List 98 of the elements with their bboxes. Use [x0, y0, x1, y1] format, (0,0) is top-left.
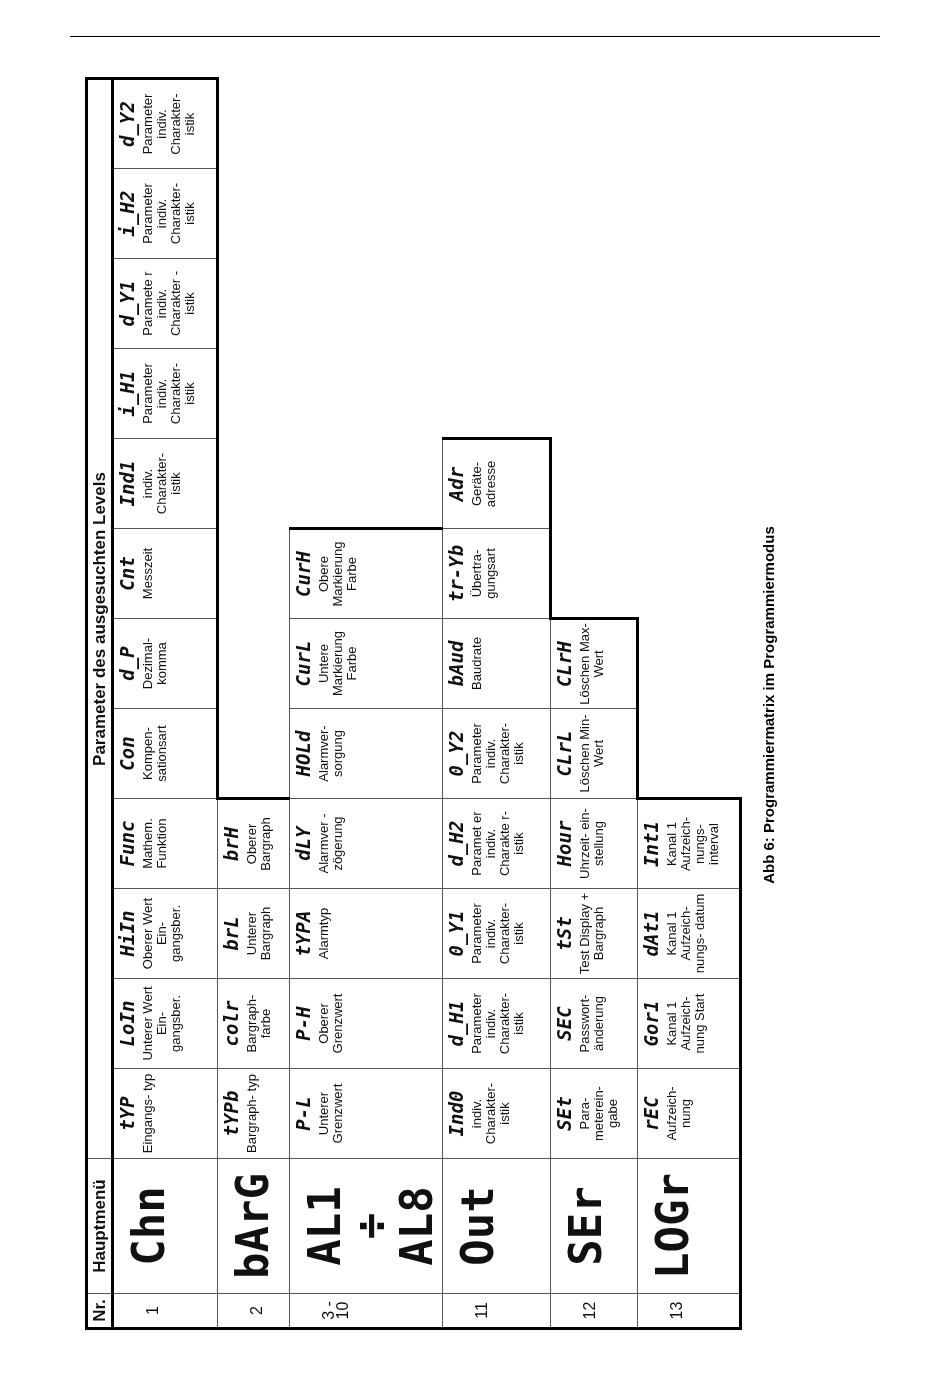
parameter-description: Passwort- änderung [578, 993, 606, 1055]
parameter-description: Löschen Min-Wert [578, 713, 606, 795]
parameter-code: colr [220, 1000, 242, 1047]
menu-code: SEr [563, 1186, 609, 1266]
row-number: 11 [475, 1302, 489, 1319]
parameter-code: P-H [292, 1006, 314, 1041]
column-header: Hauptmenü [90, 1179, 109, 1273]
parameter-code: Adr [445, 466, 467, 502]
parameter-description: Parameter indiv. Charakter- istik [470, 991, 526, 1057]
parameter-code: P-L [292, 1096, 314, 1131]
parameter-code: CurL [292, 640, 314, 687]
row-number: 2 [250, 1306, 264, 1315]
menu-code: LOGr [650, 1173, 696, 1279]
parameter-description: Alarmver - zögerung [317, 812, 345, 876]
menu-code: Chn [126, 1186, 172, 1266]
parameter-code: HiIn [116, 910, 138, 957]
row-number: 1 [146, 1306, 160, 1315]
parameter-code: d_H2 [445, 820, 467, 867]
parameter-code: brL [220, 916, 242, 951]
parameter-description: Kanal 1 Aufzeich- nungs- datum [665, 892, 707, 975]
parameter-description: Unterer Wert Ein- gangsber. [141, 985, 183, 1063]
parameter-description: Bargraph- farbe [245, 993, 273, 1055]
parameter-code: bAud [445, 640, 467, 687]
menu-code: AL1 ÷ AL8 [302, 1185, 440, 1268]
parameter-description: Kompen- sationsart [141, 724, 169, 784]
menu-code: bArG [230, 1173, 276, 1279]
parameter-code: i_H1 [116, 370, 138, 417]
parameter-description: Alarmver- sorgung [317, 724, 345, 784]
parameter-description: Dezimal- komma [141, 636, 169, 692]
parameter-code: Con [116, 736, 138, 771]
parameter-description: Parameter indiv. Charakter- istik [141, 92, 197, 157]
parameter-description: Uhrzeit- ein- stellung [578, 807, 606, 881]
parameter-description: Baudrate [470, 637, 484, 690]
row-number: 3 - 10 [322, 1300, 350, 1322]
parameter-code: 0_Y2 [445, 730, 467, 777]
parameter-code: rEC [640, 1096, 662, 1131]
parameter-code: SEt [553, 1096, 575, 1131]
parameter-code: i_H2 [116, 190, 138, 237]
parameter-code: Ind1 [116, 460, 138, 507]
parameter-description: Test Display + Bargraph [578, 892, 606, 975]
parameter-description: Alarmtyp [317, 907, 331, 960]
parameter-code: CurH [292, 551, 314, 597]
parameter-description: Unterer Bargraph [245, 905, 273, 963]
parameter-code: tYPb [220, 1090, 242, 1137]
parameter-code: tYP [116, 1096, 138, 1131]
parameter-description: Kanal 1 Aufzeich- nung Start [665, 992, 707, 1056]
parameter-code: d_Y2 [116, 101, 138, 147]
parameter-description: Parameter indiv. Charakter- istik [141, 181, 197, 247]
parameter-description: Oberer Grenzwert [317, 992, 345, 1056]
parameter-code: d_Y1 [116, 280, 138, 327]
parameter-description: Parameter indiv. Charakter- istik [470, 901, 526, 967]
parameter-code: d_H1 [445, 1000, 467, 1047]
parameter-code: d_P [116, 646, 138, 681]
parameter-description: Löschen Max-Wert [578, 623, 606, 705]
parameter-description: Kanal 1 Aufzeich- nungs- interval [665, 815, 721, 874]
row-number: 13 [670, 1301, 684, 1320]
parameter-code: tYPA [292, 910, 314, 957]
parameter-description: Oberer Wert Ein- gangsber. [141, 896, 183, 972]
parameter-code: SEC [553, 1006, 575, 1041]
parameter-description: Übertra- gungsart [470, 547, 498, 601]
parameter-description: Messzeit [141, 547, 155, 600]
parameter-description: Paramete r indiv. Charakter -istik [141, 270, 197, 338]
parameter-code: CLrL [553, 730, 575, 777]
parameter-description: Parameter indiv. Charakter- istik [141, 361, 197, 427]
row-number: 12 [583, 1301, 597, 1320]
parameter-description: Geräte- adresse [470, 459, 498, 510]
parameter-description: Paramet er indiv. Charakte r-istik [470, 810, 526, 878]
parameter-code: Func [116, 820, 138, 867]
parameter-code: Hour [553, 820, 575, 867]
parameter-code: dAt1 [640, 910, 662, 957]
column-header: Parameter des ausgesuchten Levels [90, 472, 109, 766]
parameter-code: HOLd [292, 730, 314, 777]
parameter-description: Aufzeich- nung [665, 1085, 693, 1143]
parameter-description: Mathem. Funktion [141, 817, 169, 871]
parameter-description: indiv. Charakter- istik [470, 1081, 512, 1147]
parameter-description: Unterer Grenzwert [317, 1082, 345, 1146]
parameter-code: Int1 [640, 821, 662, 867]
parameter-code: Ind0 [445, 1090, 467, 1137]
parameter-code: tr-Yb [445, 544, 467, 603]
parameter-description: Para- meterein- gabe [578, 1085, 620, 1143]
figure-caption: Abb 6: Programmiermatrix im Programmiermodus [760, 526, 777, 884]
parameter-description: Untere Markierung Farbe [317, 630, 359, 698]
parameter-code: 0_Y1 [445, 910, 467, 957]
parameter-description: Parameter indiv. Charakter- istik [470, 721, 526, 787]
parameter-code: tSt [553, 916, 575, 951]
parameter-description: indiv. Charakter- istik [141, 451, 183, 517]
parameter-code: Cnt [116, 556, 138, 591]
parameter-code: LoIn [116, 1000, 138, 1047]
parameter-code: brH [220, 826, 242, 862]
parameter-code: dLY [292, 826, 314, 861]
column-header: Nr. [90, 1299, 109, 1322]
parameter-description: Oberer Bargraph [245, 816, 273, 873]
parameter-description: Eingangs- typ [141, 1073, 155, 1154]
menu-code: Out [455, 1186, 501, 1266]
parameter-code: CLrH [553, 641, 575, 687]
parameter-description: Bargraph- typ [245, 1074, 259, 1153]
parameter-description: Obere Markierung Farbe [317, 540, 359, 609]
parameter-code: Gor1 [640, 1000, 662, 1047]
